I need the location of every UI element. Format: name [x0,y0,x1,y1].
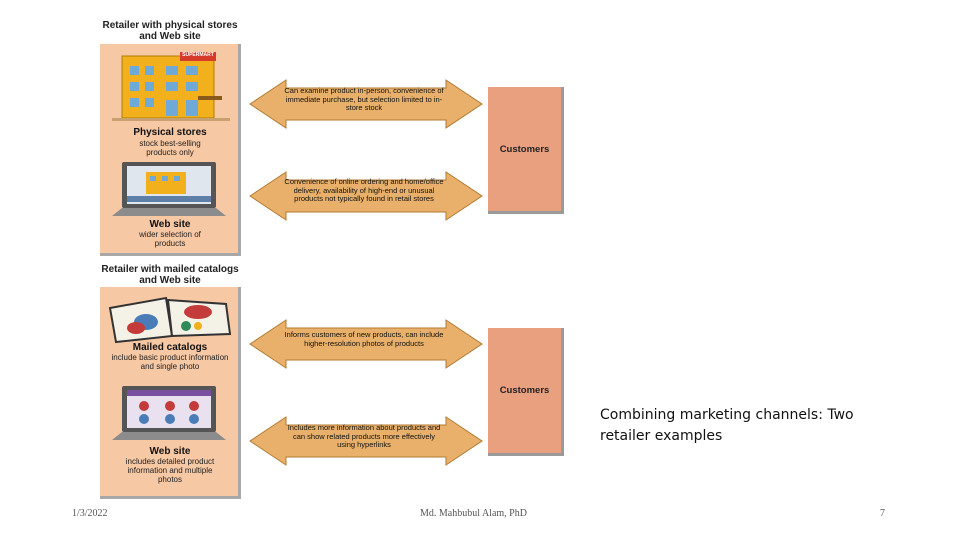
item-title-physical-stores: Physical stores [133,127,207,138]
arrow-text-physical-stores: Can examine product in-person, convenien… [284,86,444,112]
customers-box-1: Customers [488,87,564,214]
footer-date: 1/3/2022 [72,508,108,519]
arrow-text-mailed-catalogs: Informs customers of new products, can i… [284,330,444,348]
slide-caption: Combining marketing channels: Two retail… [600,407,854,444]
mailed-catalog-illustration [106,294,234,344]
footer-page-number: 7 [880,508,885,519]
arrow-mailed-catalogs: Informs customers of new products, can i… [248,318,484,370]
arrow-text-web-site-1: Convenience of online ordering and home/… [284,177,444,203]
group-title-catalog-web: Retailer with mailed catalogs and Web si… [101,264,239,286]
store-sign: SUPERMART [182,52,214,58]
item-desc-physical-stores: stock best-selling products only [139,139,201,157]
arrow-web-site-1: Convenience of online ordering and home/… [248,170,484,222]
item-desc-web-site-2: includes detailed product information an… [125,457,215,484]
item-title-web-site-1: Web site [149,219,191,230]
laptop-catalog-site-illustration [110,384,228,442]
laptop-store-site-illustration [110,160,228,218]
item-title-mailed-catalogs: Mailed catalogs [132,342,208,353]
group-title-physical-web: Retailer with physical stores and Web si… [102,20,238,42]
item-desc-mailed-catalogs: include basic product information and si… [111,353,229,371]
arrow-physical-stores: Can examine product in-person, convenien… [248,78,484,130]
customers-box-2: Customers [488,328,564,456]
store-building-illustration: SUPERMART [112,50,230,126]
item-title-web-site-2: Web site [149,446,191,457]
arrow-web-site-2: Includes more information about products… [248,415,484,467]
footer-author: Md. Mahbubul Alam, PhD [420,508,527,519]
arrow-text-web-site-2: Includes more information about products… [287,423,441,449]
item-desc-web-site-1: wider selection of products [139,230,201,248]
